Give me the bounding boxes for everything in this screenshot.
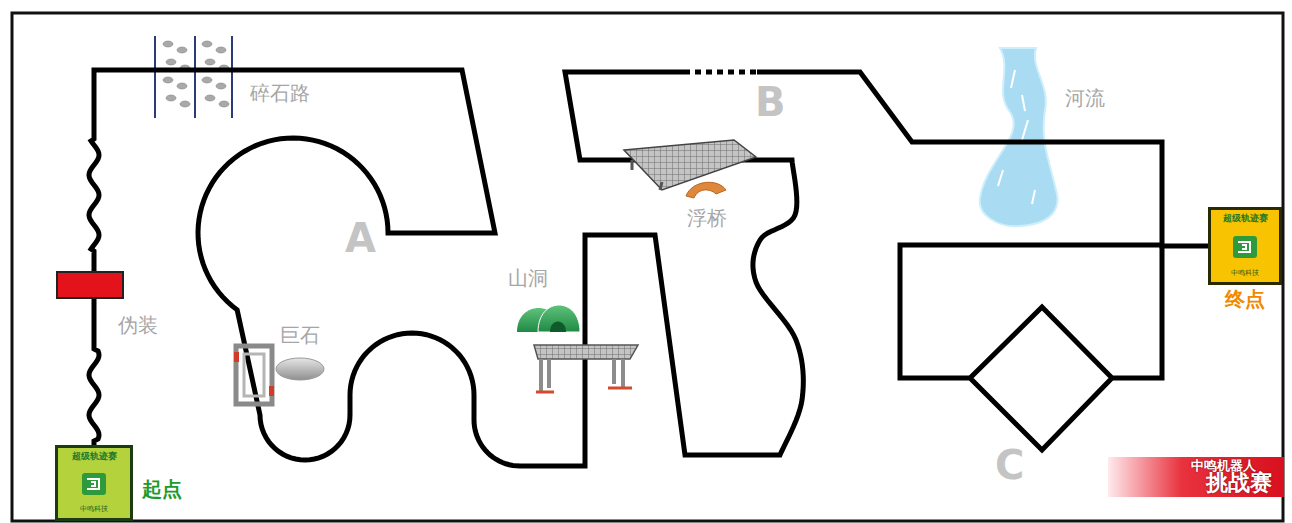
pebble	[163, 77, 173, 83]
box-subtitle: 中鸣科技	[80, 506, 108, 514]
pebble	[163, 41, 173, 47]
track-line	[89, 70, 1208, 466]
loop-track	[900, 245, 1162, 450]
logo-icon	[1232, 235, 1258, 259]
floating-bridge	[624, 140, 756, 198]
brand-event: 挑战赛	[1206, 472, 1272, 494]
zone-letter: C	[995, 443, 1024, 487]
map-frame	[12, 13, 1283, 521]
pebble	[205, 95, 215, 101]
pebble	[205, 59, 215, 65]
brand-name: 中鸣机器人	[1191, 459, 1256, 472]
dashed-track	[684, 70, 757, 75]
logo-icon	[81, 472, 107, 496]
finish-label: 终点	[1225, 288, 1265, 310]
start-box: 超级轨迹赛中鸣科技起点	[55, 445, 133, 521]
camouflage-bar	[57, 272, 123, 298]
obstacle-label: 伪装	[118, 314, 158, 336]
obstacle-label: 碎石路	[250, 82, 310, 104]
gate-frame	[234, 346, 274, 404]
obstacle-label: 浮桥	[687, 207, 727, 229]
pebble	[202, 77, 212, 83]
brand-banner: 中鸣机器人挑战赛	[1108, 457, 1284, 497]
pebble	[216, 47, 226, 53]
finish-box: 超级轨迹赛中鸣科技终点	[1208, 207, 1282, 285]
obstacle-label: 巨石	[280, 324, 320, 346]
pebble	[216, 83, 226, 89]
tunnel-table	[534, 345, 638, 392]
pebble	[177, 83, 187, 89]
pebble	[177, 47, 187, 53]
pebble	[166, 95, 176, 101]
pebble	[202, 41, 212, 47]
boulder	[276, 358, 324, 380]
pebble	[180, 101, 190, 107]
pebble	[166, 59, 176, 65]
gravel-road	[155, 36, 232, 118]
zone-letter: A	[345, 216, 376, 260]
river-streaks	[998, 70, 1035, 204]
box-subtitle: 中鸣科技	[1231, 270, 1259, 278]
river	[980, 48, 1058, 226]
obstacle-label: 山洞	[508, 267, 548, 289]
box-title: 超级轨迹赛	[1223, 214, 1268, 224]
start-label: 起点	[142, 478, 182, 500]
box-title: 超级轨迹赛	[72, 452, 117, 462]
cave	[517, 305, 580, 332]
zone-letter: B	[755, 80, 786, 124]
pebble	[219, 101, 229, 107]
obstacle-label: 河流	[1065, 87, 1105, 109]
